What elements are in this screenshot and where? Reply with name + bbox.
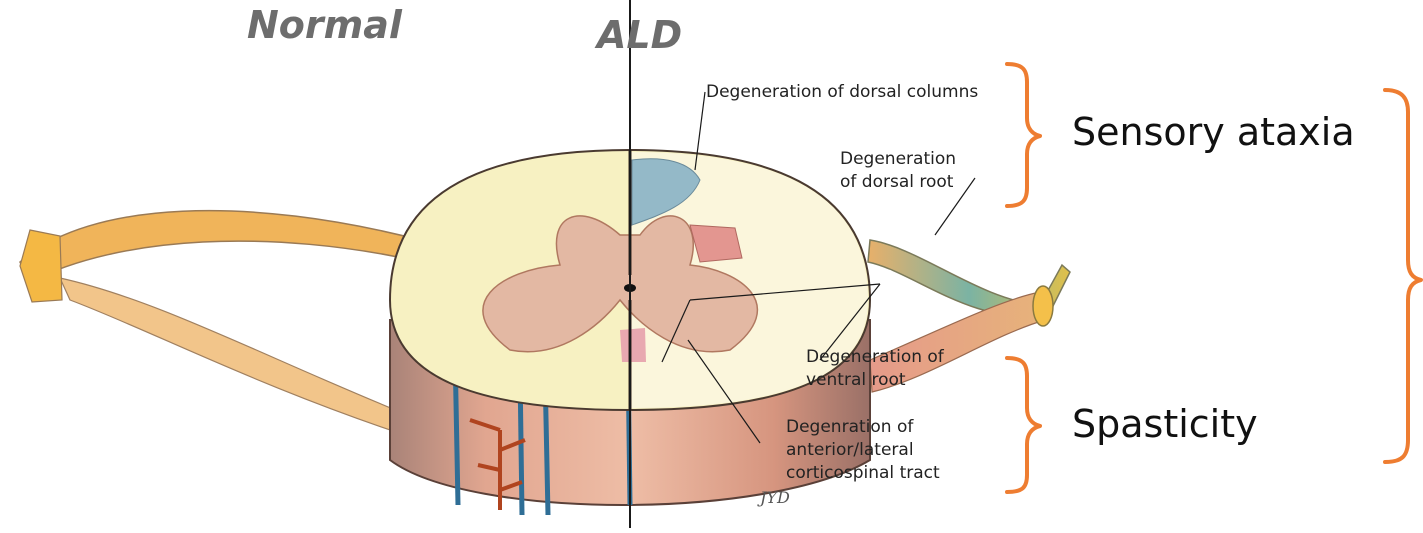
bracket-sensory [1007,64,1040,206]
anterior-tract-degeneration [620,328,646,362]
left-root-end [20,230,62,302]
sensory-ataxia-label: Sensory ataxia [1072,110,1355,154]
right-root-end [1033,286,1053,326]
label-corticospinal: Degenration of anterior/lateral corticos… [786,416,940,485]
artist-signature: JYD [760,488,790,507]
label-dorsal-columns: Degeneration of dorsal columns [706,81,978,104]
bracket-spasticity [1007,358,1040,492]
left-ventral-root [60,278,420,440]
label-dorsal-root: Degeneration of dorsal root [840,148,956,194]
left-dorsal-root [20,211,422,282]
bracket-overall [1385,90,1421,462]
label-ventral-root: Degeneration of ventral root [806,346,944,392]
normal-header: Normal [247,3,402,47]
ald-header: ALD [597,13,682,57]
spasticity-label: Spasticity [1072,402,1258,446]
